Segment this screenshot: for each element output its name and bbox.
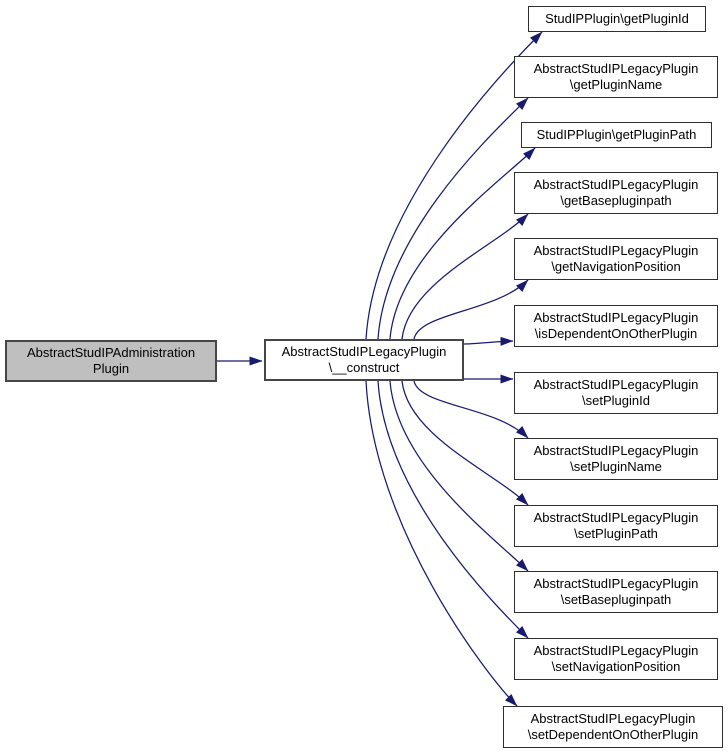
callee-node-label-line1: AbstractStudIPLegacyPlugin xyxy=(533,376,699,392)
callee-node-label-line2: \setPluginId xyxy=(582,393,650,408)
callee-node-label-line1: AbstractStudIPLegacyPlugin xyxy=(533,309,699,325)
construct-node-label-line2: \__construct xyxy=(328,360,400,375)
callee-node-label: StudIPPlugin\getPluginPath xyxy=(536,126,697,142)
callee-node[interactable]: AbstractStudIPLegacyPlugin \setDependent… xyxy=(503,706,723,748)
callee-node-label-line2: \setDependentOnOtherPlugin xyxy=(527,727,699,742)
callee-node-label-line2: \isDependentOnOtherPlugin xyxy=(534,326,698,341)
callee-node[interactable]: StudIPPlugin\getPluginPath xyxy=(521,122,712,148)
root-node: AbstractStudIPAdministration Plugin xyxy=(5,340,217,382)
callee-node[interactable]: AbstractStudIPLegacyPlugin \isDependentO… xyxy=(514,305,718,347)
root-node-label-line1: AbstractStudIPAdministration xyxy=(26,344,196,360)
callee-node[interactable]: AbstractStudIPLegacyPlugin \setBaseplugi… xyxy=(514,571,718,613)
callee-node-label-line1: AbstractStudIPLegacyPlugin xyxy=(533,176,699,192)
callee-node-label: StudIPPlugin\getPluginId xyxy=(545,10,689,26)
callee-node-label-line1: AbstractStudIPLegacyPlugin xyxy=(533,60,699,76)
callee-node-label-line2: \setPluginName xyxy=(570,459,662,474)
callee-node-label-line1: AbstractStudIPLegacyPlugin xyxy=(533,575,699,591)
callee-node[interactable]: AbstractStudIPLegacyPlugin \setNavigatio… xyxy=(514,638,718,680)
callee-node-label-line2: \getPluginName xyxy=(569,77,663,92)
callee-node[interactable]: AbstractStudIPLegacyPlugin \getBaseplugi… xyxy=(514,172,718,214)
callee-node-label-line1: AbstractStudIPLegacyPlugin xyxy=(533,442,699,458)
callee-node-label-line1: AbstractStudIPLegacyPlugin xyxy=(533,642,699,658)
callee-node-label-line2: \getBasepluginpath xyxy=(560,193,672,208)
callee-node[interactable]: AbstractStudIPLegacyPlugin \setPluginId xyxy=(514,372,718,414)
callee-node[interactable]: AbstractStudIPLegacyPlugin \getNavigatio… xyxy=(514,238,718,280)
callee-node[interactable]: AbstractStudIPLegacyPlugin \setPluginPat… xyxy=(514,505,718,547)
construct-node[interactable]: AbstractStudIPLegacyPlugin \__construct xyxy=(264,339,464,381)
callee-node-label-line1: AbstractStudIPLegacyPlugin xyxy=(533,509,699,525)
callee-node-label-line1: AbstractStudIPLegacyPlugin xyxy=(530,710,696,726)
callee-node-label-line2: \setBasepluginpath xyxy=(560,592,672,607)
callee-node-label-line1: AbstractStudIPLegacyPlugin xyxy=(533,242,699,258)
callee-node-label-line2: \setNavigationPosition xyxy=(551,659,681,674)
callee-node[interactable]: AbstractStudIPLegacyPlugin \getPluginNam… xyxy=(514,56,718,98)
root-node-label-line2: Plugin xyxy=(92,361,130,376)
callee-node-label-line2: \setPluginPath xyxy=(574,526,658,541)
callee-node[interactable]: AbstractStudIPLegacyPlugin \setPluginNam… xyxy=(514,438,718,480)
callee-node-label-line2: \getNavigationPosition xyxy=(551,259,681,274)
construct-node-label-line1: AbstractStudIPLegacyPlugin xyxy=(281,343,447,359)
callee-node[interactable]: StudIPPlugin\getPluginId xyxy=(528,6,706,32)
